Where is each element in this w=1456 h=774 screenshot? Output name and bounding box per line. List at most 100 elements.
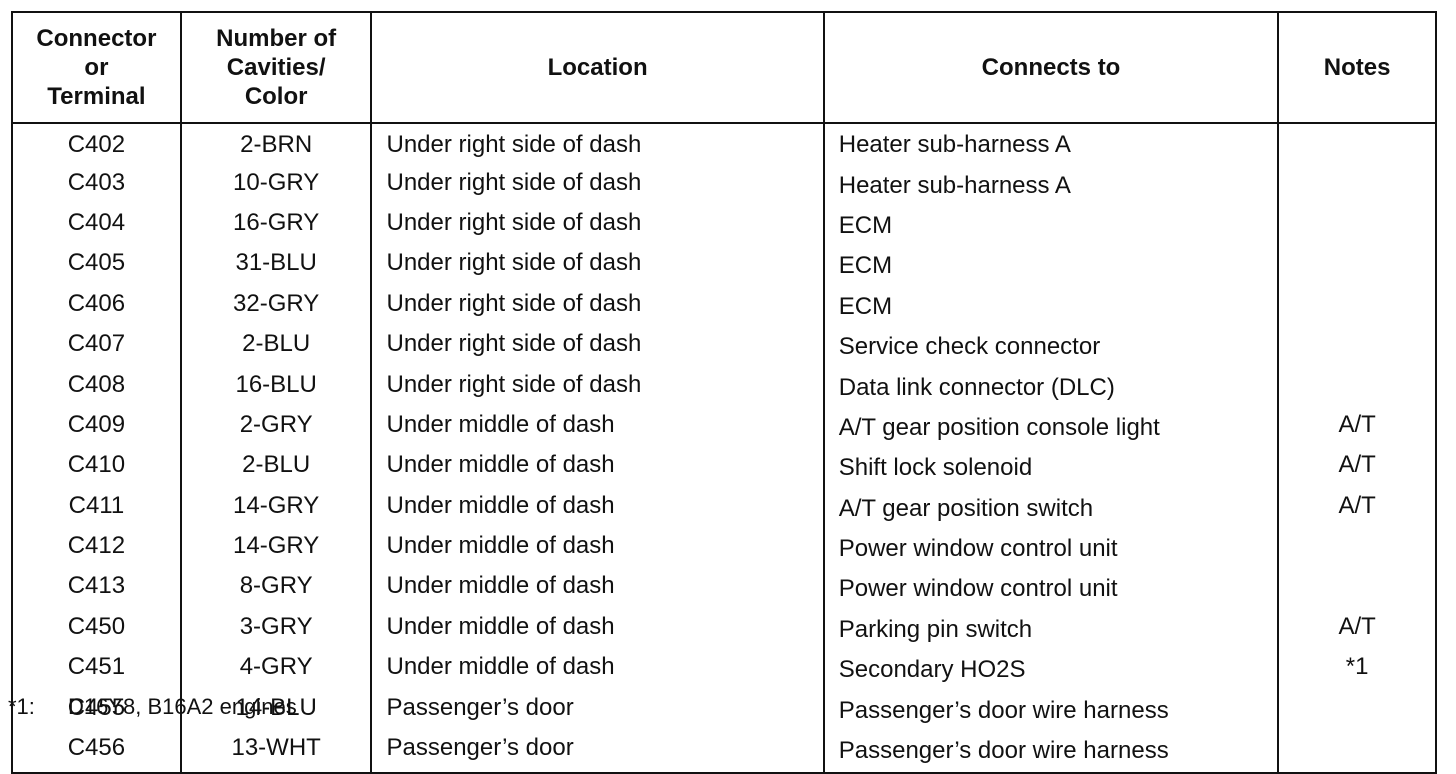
cell-location: Under right side of dash (370, 364, 824, 405)
cell-cavities: 10-GRY (179, 162, 372, 203)
cell-connector: C410 (67, 451, 126, 479)
header-connector-line3: Terminal (47, 83, 146, 110)
cell-connects-to: ECM (822, 202, 1279, 244)
cell-cavities: 14-GRY (179, 485, 372, 526)
cell-connects-to: A/T gear position console light (822, 404, 1279, 446)
cell-location: Passenger’s door (370, 727, 824, 774)
cell-cavities: 13-WHT (179, 727, 372, 774)
cell-location: Under right side of dash (370, 162, 824, 203)
cell-notes (1277, 727, 1436, 774)
cell-notes: A/T (1277, 404, 1436, 446)
cell-connector: C451 (67, 653, 126, 681)
cell-connector: C455 (67, 693, 126, 721)
header-connects-to: Connects to (822, 12, 1279, 124)
header-cavities-line1: Number of (216, 25, 337, 52)
cell-connects-to: Shift lock solenoid (822, 445, 1279, 486)
cell-connector: C408 (67, 370, 126, 398)
cell-cavities: 16-BLU (179, 364, 372, 405)
cell-location: Passenger’s door (370, 687, 824, 728)
cell-notes (1277, 243, 1436, 284)
header-notes: Notes (1277, 12, 1436, 124)
cell-cavities: 31-BLU (179, 243, 372, 284)
cell-cavities: 8-GRY (179, 566, 372, 607)
footnote-mark: *1: (8, 694, 35, 719)
cell-connector: C407 (67, 330, 126, 358)
cell-connects-to: Secondary HO2S (822, 647, 1279, 688)
cell-cavities: 3-GRY (179, 606, 372, 648)
cell-cavities: 16-GRY (179, 202, 372, 244)
cell-connector: C406 (67, 289, 126, 317)
connector-table: Connector or Terminal Number of Cavities… (11, 11, 1437, 774)
footnote: *1: D16Y8, B16A2 engines (8, 694, 297, 720)
cell-connector: C405 (67, 249, 126, 277)
cell-cavities: 2-BLU (179, 323, 372, 365)
cell-notes (1277, 566, 1436, 607)
cell-connector: C456 (67, 734, 126, 762)
cell-location: Under middle of dash (370, 404, 824, 446)
cell-notes: A/T (1277, 485, 1436, 526)
header-location: Location (370, 12, 824, 124)
cell-cavities: 4-GRY (179, 647, 372, 688)
header-cavities-line2: Cavities/ (226, 54, 326, 81)
cell-location: Under right side of dash (370, 202, 824, 244)
table-header-row: Connector or Terminal Number of Cavities… (12, 12, 1436, 124)
cell-notes (1277, 202, 1436, 244)
cell-connector: C409 (67, 410, 126, 438)
cell-notes: A/T (1277, 606, 1436, 648)
cell-location: Under right side of dash (370, 283, 824, 324)
cell-notes (1277, 162, 1436, 203)
cell-connects-to: Data link connector (DLC) (822, 364, 1279, 405)
cell-notes (1277, 687, 1436, 728)
cell-location: Under middle of dash (370, 525, 824, 567)
cell-connector: C413 (67, 572, 126, 600)
cell-cavities: 2-BLU (179, 445, 372, 486)
cell-notes (1277, 525, 1436, 567)
cell-connects-to: ECM (822, 283, 1279, 324)
cell-connects-to: ECM (822, 243, 1279, 284)
cell-location: Under right side of dash (370, 123, 824, 163)
cell-connects-to: Heater sub-harness A (822, 162, 1279, 203)
cell-connects-to: Heater sub-harness A (822, 123, 1279, 163)
header-cavities: Number of Cavities/ Color (179, 12, 372, 124)
cell-connector: C403 (67, 168, 126, 196)
cell-connects-to: Service check connector (822, 323, 1279, 365)
cell-notes (1277, 123, 1436, 163)
cell-location: Under middle of dash (370, 647, 824, 688)
footnote-text: D16Y8, B16A2 engines (68, 694, 297, 719)
cell-connects-to: Parking pin switch (822, 606, 1279, 648)
cell-location: Under middle of dash (370, 606, 824, 648)
header-connector: Connector or Terminal (12, 12, 181, 124)
header-connector-line1: Connector (36, 25, 157, 52)
cell-notes: A/T (1277, 445, 1436, 486)
cell-connector: C402 (67, 131, 126, 159)
cell-location: Under right side of dash (370, 323, 824, 365)
cell-notes (1277, 283, 1436, 324)
cell-cavities: 32-GRY (179, 283, 372, 324)
cell-cavities: 14-GRY (179, 525, 372, 567)
header-connector-line2: or (84, 54, 109, 81)
cell-connects-to: A/T gear position switch (822, 485, 1279, 526)
cell-location: Under middle of dash (370, 445, 824, 486)
cell-connects-to: Power window control unit (822, 566, 1279, 607)
cell-notes (1277, 364, 1436, 405)
cell-connector: C450 (67, 612, 126, 640)
cell-connector: C404 (67, 208, 126, 236)
cell-notes (1277, 323, 1436, 365)
cell-location: Under middle of dash (370, 485, 824, 526)
cell-location: Under right side of dash (370, 243, 824, 284)
